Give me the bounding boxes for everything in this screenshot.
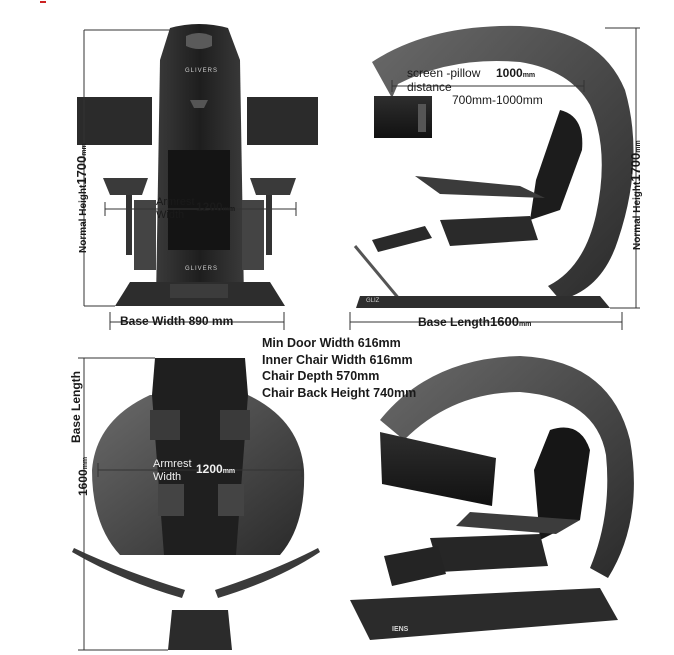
perspective-base-logo: IENS [392, 626, 409, 633]
front-base-label: Base [120, 314, 149, 328]
persp-legrest [384, 546, 446, 586]
front-armrest-label: Armrest Width [156, 196, 195, 222]
side-base [356, 296, 610, 308]
top-left-wing [72, 548, 185, 598]
screen-label-line2: distance [407, 80, 452, 94]
front-armrest-value: 1200 [196, 200, 223, 214]
side-height-label-text: Normal Height [632, 181, 643, 250]
front-dimension-lines [83, 29, 297, 330]
side-desk [415, 176, 545, 198]
spec-chair-depth: Chair Depth 570mm [262, 369, 380, 383]
front-height-value: 1700 [74, 155, 89, 185]
side-base-length-text: Base Length [418, 315, 491, 329]
top-armrest-value: 1200 [196, 462, 223, 476]
persp-shell [380, 356, 634, 578]
top-view-chair [72, 358, 320, 650]
persp-desk [456, 512, 580, 534]
front-height-label: Normal Height1700mm [74, 143, 89, 253]
front-base-width-label: Base Width 890 mm [120, 315, 233, 327]
side-backrest [530, 110, 583, 220]
left-armrest [103, 178, 148, 195]
screen-distance-value-group: 1000mm [496, 67, 535, 79]
top-length-label-text-wrap: Base Length [69, 370, 83, 443]
persp-base [350, 588, 618, 640]
persp-backrest [534, 427, 590, 540]
side-base-logo: GLIZ [366, 298, 380, 304]
front-brand-top: GLIVERS [185, 68, 219, 74]
side-arch [372, 25, 634, 301]
spec-chair-back-height: Chair Back Height 740mm [262, 385, 417, 400]
persp-seat [430, 534, 548, 572]
left-monitor [77, 97, 152, 145]
top-armrest-line2: Width [153, 471, 182, 483]
screen-label-line1: screen -pillow [407, 66, 481, 80]
top-backrest [152, 358, 248, 555]
perspective-view-chair [350, 356, 634, 640]
front-brand-bottom: GLIVERS [185, 266, 219, 272]
top-length-value-wrap: 1600mm [76, 456, 90, 496]
top-length-value: 1600 [76, 469, 90, 496]
spec-inner-chair-width: Inner Chair Width 616mm [262, 352, 413, 367]
top-armrest-value-group: 1200mm [196, 463, 235, 475]
front-armrest-unit: mm [222, 206, 236, 213]
side-height-value: 1700 [628, 152, 643, 182]
screen-distance-value: 1000 [496, 66, 523, 80]
screen-distance-range: 700mm-1000mm [452, 93, 543, 107]
side-seat [440, 216, 538, 246]
screen-distance-label: screen -pillow distance [407, 66, 480, 94]
front-armrest-value-group: 1200mm [196, 201, 235, 213]
side-dimension-lines [349, 27, 640, 330]
side-legrest [372, 226, 432, 252]
top-length-unit: mm [82, 456, 89, 470]
spec-min-door-width: Min Door Width 616mm [262, 336, 401, 350]
right-monitor [247, 97, 318, 145]
front-armrest-line2: Width [156, 209, 185, 221]
right-armrest [250, 178, 296, 195]
persp-monitor [380, 432, 496, 506]
front-height-label-text: Normal Height [78, 184, 89, 253]
front-view-chair [77, 24, 318, 306]
top-armrest-label: Armrest Width [153, 458, 192, 484]
top-length-label: Base Length [69, 370, 83, 443]
side-base-length-unit: mm [518, 321, 532, 328]
top-footrest [168, 610, 232, 650]
side-base-length-value: 1600 [490, 314, 519, 329]
side-height-label: Normal Height1700mm [628, 140, 643, 250]
chair-specs-list: Min Door Width 616mm Inner Chair Width 6… [262, 335, 416, 401]
top-dimension-lines [78, 357, 303, 651]
top-right-wing [215, 548, 320, 598]
front-armrest-line1: Armrest [156, 196, 195, 208]
top-armrest-unit: mm [222, 468, 236, 475]
side-base-length-label: Base Length1600mm [418, 315, 531, 328]
side-view-chair [353, 25, 634, 308]
screen-distance-unit: mm [522, 72, 536, 79]
front-base-width-value: Width 890 mm [152, 314, 234, 328]
side-height-unit: mm [635, 140, 642, 153]
front-height-unit: mm [81, 143, 88, 156]
top-armrest-line1: Armrest [153, 458, 192, 470]
